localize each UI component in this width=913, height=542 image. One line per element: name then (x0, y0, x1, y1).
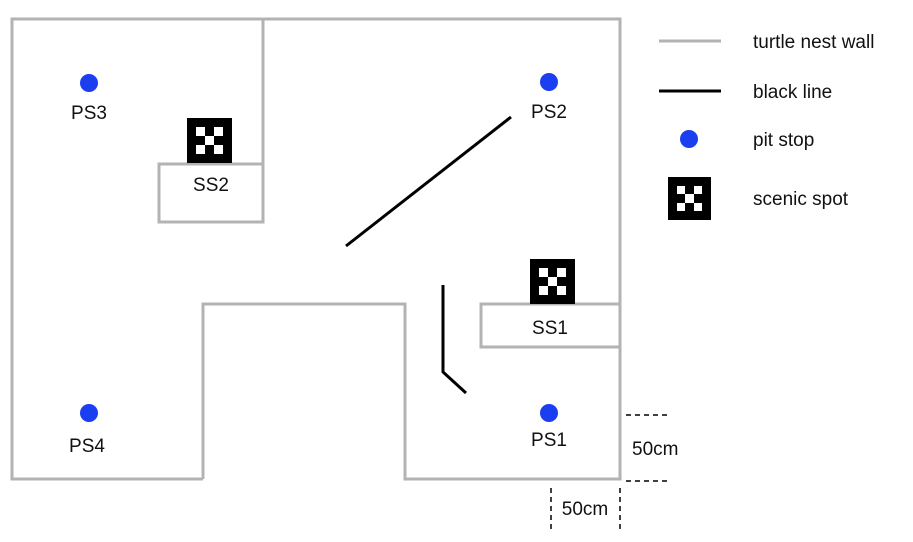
pit-stop-ps2-label: PS2 (531, 102, 567, 123)
scale-horizontal-label: 50cm (562, 499, 608, 520)
black-line-diagonal (345, 115, 512, 248)
turtle-nest-wall-ss2 (157, 19, 265, 224)
pit-stop-ps3-label: PS3 (71, 103, 107, 124)
legend-wall-label: turtle nest wall (753, 32, 874, 53)
pit-stop-ps1-icon (540, 404, 558, 422)
pit-stop-ps4-icon (80, 404, 98, 422)
legend-pit-stop-icon (680, 130, 698, 148)
legend-scenic-spot-label: scenic spot (753, 189, 849, 210)
scale-vertical-label: 50cm (632, 439, 678, 460)
pit-stop-ps4-label: PS4 (69, 436, 105, 457)
legend-black-line-label: black line (753, 82, 832, 103)
legend-pit-stop-label: pit stop (753, 130, 814, 151)
scenic-spot-ss1-marker-icon (530, 259, 575, 304)
pit-stop-ps3-icon (80, 74, 98, 92)
turtle-nest-wall-outer (10, 17, 622, 481)
legend: turtle nest wall black line pit stop sce… (659, 32, 874, 220)
scenic-spot-ss1-label: SS1 (532, 318, 568, 339)
pit-stop-ps1-label: PS1 (531, 430, 567, 451)
scenic-spot-ss2-marker-icon (187, 118, 232, 163)
scenic-spot-ss2-label: SS2 (193, 175, 229, 196)
pit-stop-ps2-icon (540, 73, 558, 91)
legend-scenic-spot-icon (668, 177, 711, 220)
black-line-bent (441, 285, 468, 395)
